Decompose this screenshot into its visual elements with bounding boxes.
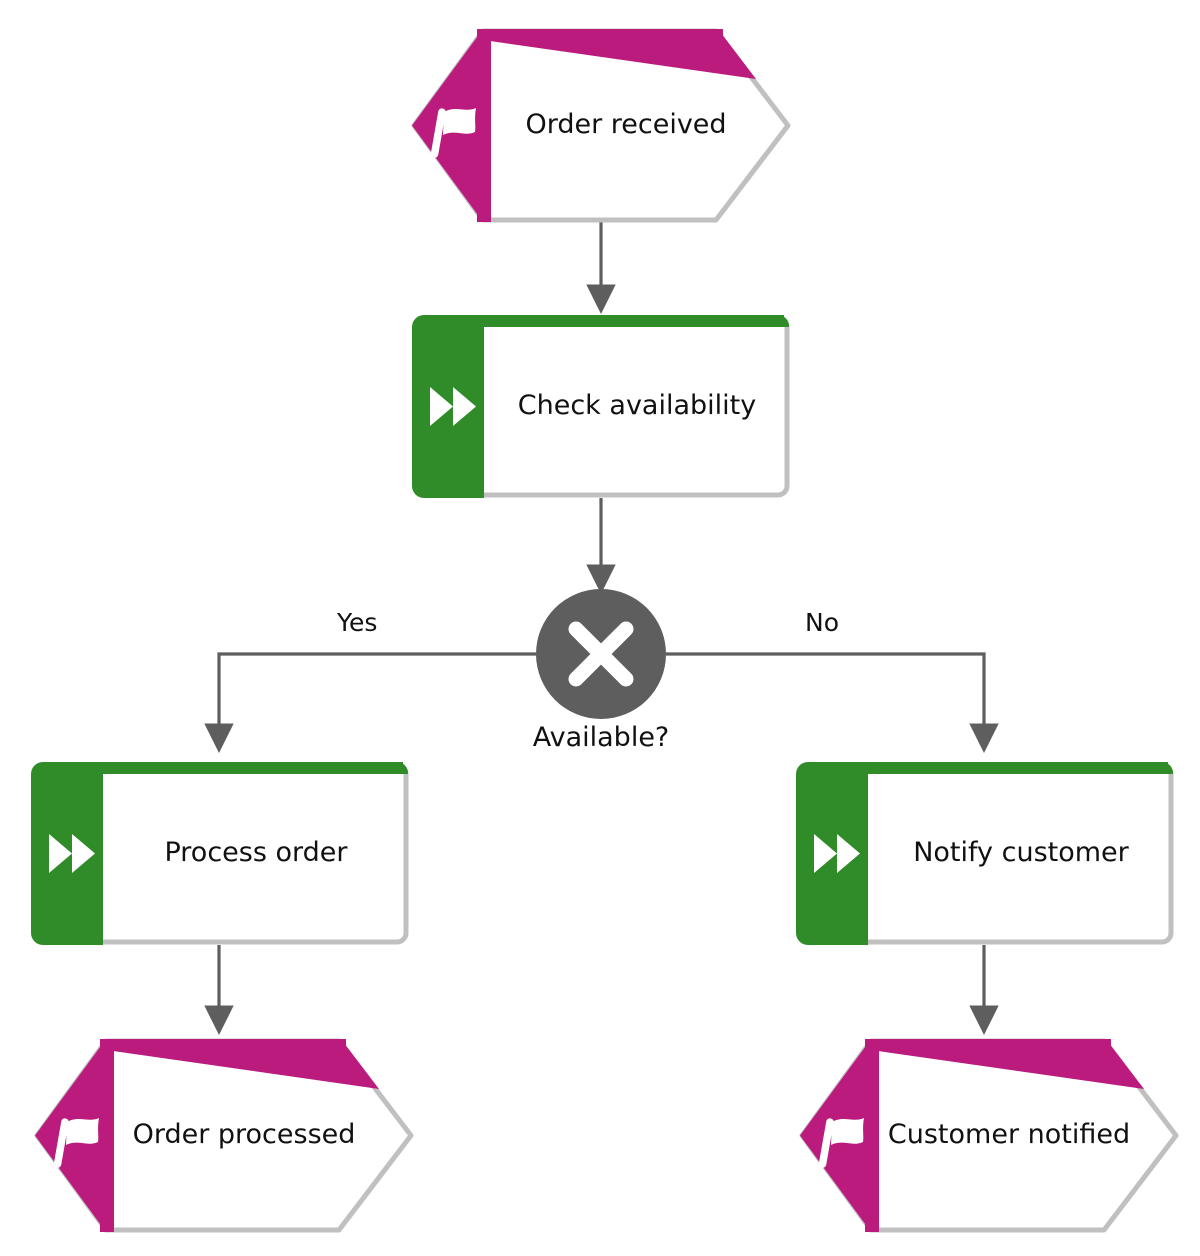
- gateway-caption: Available?: [532, 722, 670, 753]
- node-task-process-order[interactable]: Process order: [31, 762, 409, 945]
- node-start-event-order-received[interactable]: Order received: [411, 28, 791, 223]
- edge-label-yes: Yes: [337, 608, 378, 637]
- node-end-event-order-processed[interactable]: Order processed: [34, 1038, 414, 1233]
- double-chevron-icon: [430, 387, 476, 426]
- connector-gateway-to-process-order: [204, 652, 536, 754]
- flag-icon: [53, 1118, 99, 1168]
- edge-label-no: No: [805, 608, 839, 637]
- task-shape: [412, 315, 790, 498]
- double-chevron-icon: [814, 834, 860, 873]
- task-shape: [31, 762, 409, 945]
- node-gateway-available[interactable]: [536, 589, 666, 719]
- x-cross-icon: [568, 621, 634, 687]
- end-event-shape: [34, 1038, 414, 1233]
- task-shape: [796, 762, 1174, 945]
- double-chevron-icon: [49, 834, 95, 873]
- node-task-check-availability[interactable]: Check availability: [412, 315, 790, 498]
- connector-gateway-to-notify-customer: [666, 652, 999, 754]
- node-task-notify-customer[interactable]: Notify customer: [796, 762, 1174, 945]
- end-event-shape: [799, 1038, 1179, 1233]
- flag-icon: [818, 1118, 864, 1168]
- node-end-event-customer-notified[interactable]: Customer notified: [799, 1038, 1179, 1233]
- exclusive-gateway-shape: [536, 589, 666, 719]
- flag-icon: [430, 108, 476, 158]
- start-event-shape: [411, 28, 791, 223]
